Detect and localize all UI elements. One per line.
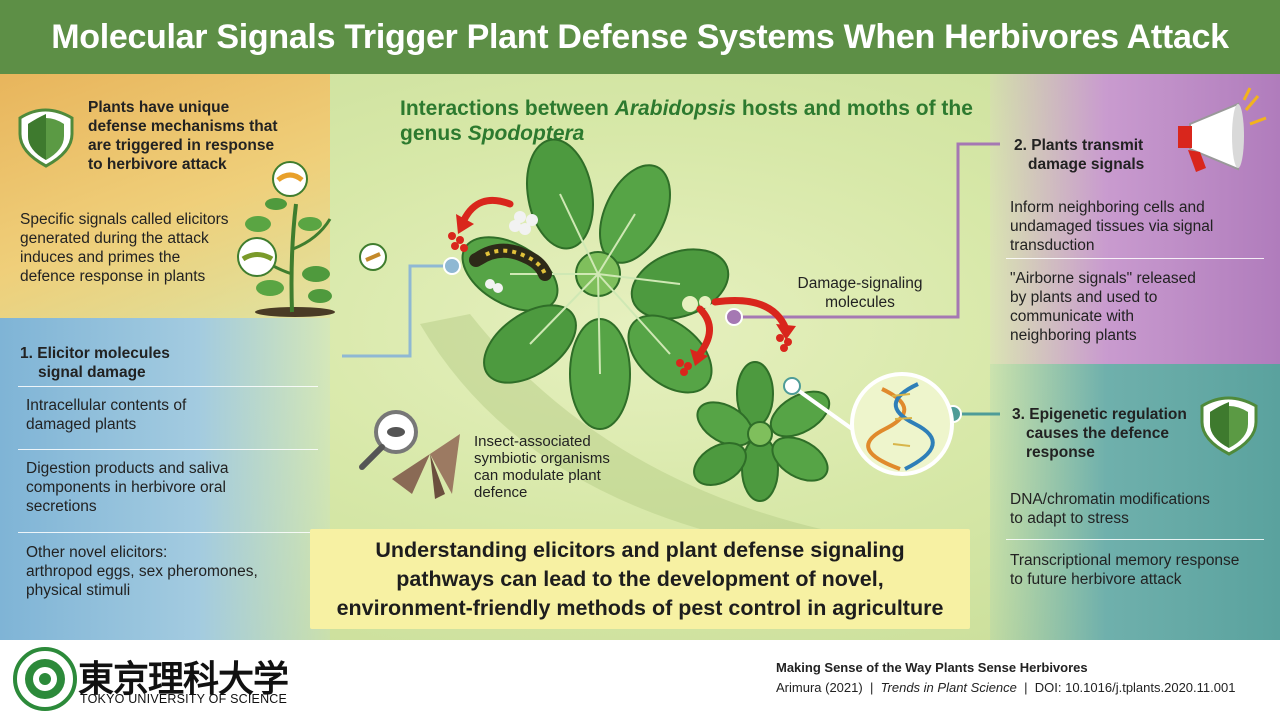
tomato-plant-icon: [237, 161, 387, 317]
footer: 東京理科大学 TOKYO UNIVERSITY OF SCIENCE Makin…: [0, 640, 1280, 719]
dna-icon: [850, 372, 954, 476]
illustration-layer: [18, 87, 1267, 544]
infographic-body: Interactions between Arabidopsis hosts a…: [0, 74, 1280, 640]
small-rosette-icon: [693, 361, 831, 502]
logo-japanese: 東京理科大学: [78, 659, 289, 700]
shield-icon: [18, 108, 74, 168]
connector-section2: [736, 142, 1000, 319]
section1-panel-bg: [0, 318, 330, 640]
citation-title: Making Sense of the Way Plants Sense Her…: [776, 660, 1088, 675]
shield-icon: [1200, 396, 1258, 456]
conclusion-text: Understanding elicitors and plant defens…: [336, 537, 944, 620]
magnifier-icon: [359, 410, 418, 470]
section1-item3: Other novel elicitors:arthropod eggs, se…: [26, 544, 258, 599]
megaphone-icon: [1178, 87, 1267, 172]
connector-section1: [342, 264, 450, 358]
caterpillar-icon: [469, 243, 552, 281]
center-title: Interactions between Arabidopsis hosts a…: [400, 97, 973, 145]
logo-english: TOKYO UNIVERSITY OF SCIENCE: [80, 692, 288, 706]
conclusion-box: Understanding elicitors and plant defens…: [310, 529, 970, 629]
page-title: Molecular Signals Trigger Plant Defense …: [51, 17, 1229, 56]
citation-line: Arimura (2021) | Trends in Plant Science…: [776, 680, 1236, 695]
university-logo-icon: [13, 647, 77, 711]
moth-icon: [392, 434, 460, 499]
header-banner: Molecular Signals Trigger Plant Defense …: [0, 0, 1280, 74]
